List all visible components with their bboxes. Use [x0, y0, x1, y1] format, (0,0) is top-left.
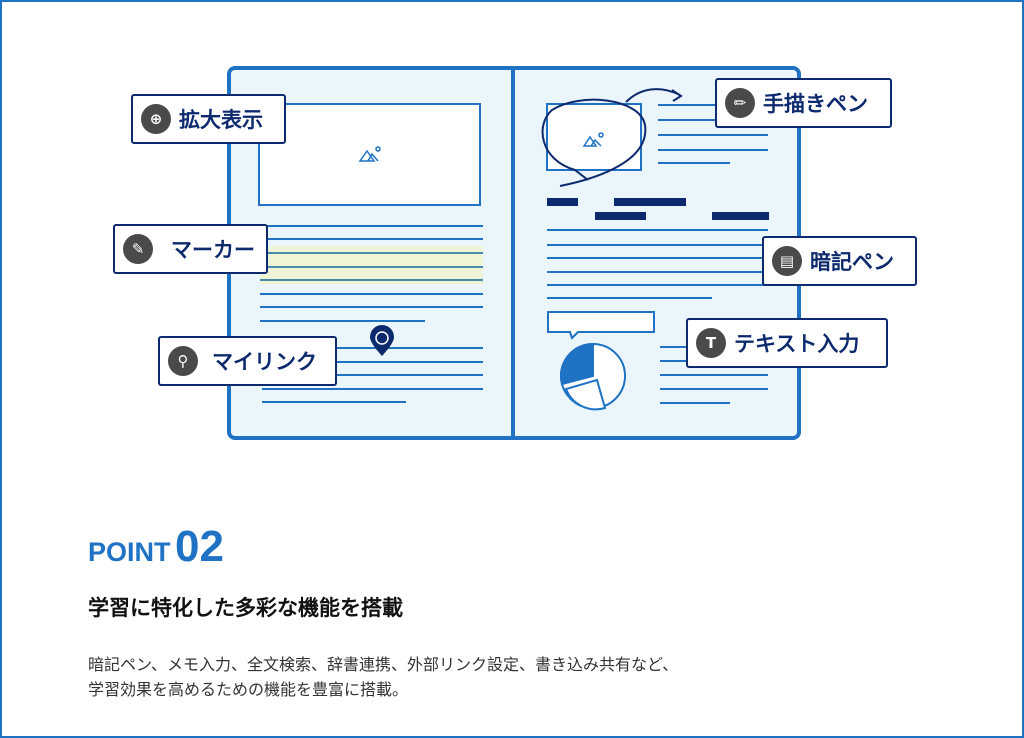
pie-chart-icon	[559, 342, 626, 411]
image-placeholder-right	[546, 103, 642, 171]
feature-description: 暗記ペン、メモ入力、全文検索、辞書連携、外部リンク設定、書き込み共有など、 学習…	[88, 655, 679, 699]
text-input-icon: T	[696, 328, 726, 358]
handwritten-arrow	[625, 88, 683, 103]
point-number: POINT 02	[88, 522, 224, 571]
pencil-icon: ✏	[725, 88, 755, 118]
link-pin-icon	[370, 325, 394, 356]
label-handwriting: ✏手描きペン	[715, 78, 892, 128]
label-zoom: ⊕拡大表示	[131, 94, 286, 144]
label-memorize-pen: ▤暗記ペン	[762, 236, 917, 286]
feature-heading: 学習に特化した多彩な機能を搭載	[88, 596, 403, 620]
memo-bubble	[547, 311, 655, 340]
zoom-icon: ⊕	[141, 104, 171, 134]
text-lines-right	[547, 104, 768, 404]
highlight	[260, 246, 483, 284]
label-mylink: ⚲マイリンク	[158, 336, 337, 386]
label-marker: ✎マーカー	[113, 224, 268, 274]
pin-icon: ⚲	[168, 346, 198, 376]
image-icon	[358, 146, 381, 162]
memorize-pen-bars	[547, 198, 769, 220]
memorize-pen-icon: ▤	[772, 246, 802, 276]
handwritten-scribble	[541, 98, 647, 187]
pen-icon: ✎	[123, 234, 153, 264]
